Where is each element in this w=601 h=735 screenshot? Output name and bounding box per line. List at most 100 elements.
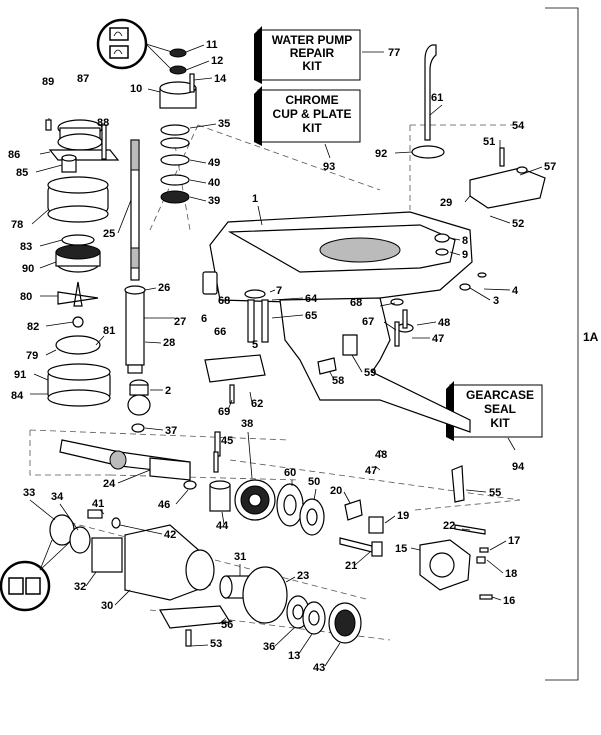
callout-92: 92 bbox=[375, 148, 387, 160]
sealant-tube-icon bbox=[0, 539, 73, 612]
callout-54: 54 bbox=[512, 120, 525, 132]
callout-42: 42 bbox=[164, 529, 176, 541]
callout-2: 2 bbox=[165, 385, 171, 397]
callout-53: 53 bbox=[210, 638, 222, 650]
callout-83: 83 bbox=[20, 241, 32, 253]
callout-32: 32 bbox=[74, 581, 86, 593]
callout-90: 90 bbox=[22, 263, 34, 275]
svg-text:CUP & PLATE: CUP & PLATE bbox=[273, 107, 352, 121]
parts-drawings bbox=[45, 44, 546, 647]
callout-33: 33 bbox=[23, 487, 35, 499]
svg-text:CHROME: CHROME bbox=[285, 93, 338, 107]
callout-49: 49 bbox=[208, 157, 220, 169]
callout-35: 35 bbox=[218, 118, 230, 130]
callout-39: 39 bbox=[208, 195, 220, 207]
svg-text:KIT: KIT bbox=[490, 416, 510, 430]
callout-66: 66 bbox=[214, 326, 226, 338]
callout-81: 81 bbox=[103, 325, 115, 337]
callout-8: 8 bbox=[462, 235, 468, 247]
callout-88: 88 bbox=[97, 117, 109, 129]
callout-21: 21 bbox=[345, 560, 357, 572]
callout-57: 57 bbox=[544, 161, 556, 173]
svg-text:SEAL: SEAL bbox=[484, 402, 516, 416]
callout-85: 85 bbox=[16, 167, 28, 179]
callout-91: 91 bbox=[14, 369, 26, 381]
callout-31: 31 bbox=[234, 551, 246, 563]
callout-10: 10 bbox=[130, 83, 142, 95]
callout-6: 6 bbox=[201, 313, 207, 325]
chrome-cup-kit-box: CHROME CUP & PLATE KIT 93 bbox=[254, 86, 361, 173]
callout-78: 78 bbox=[11, 219, 23, 231]
callout-93: 93 bbox=[323, 161, 335, 173]
callout-67: 67 bbox=[362, 316, 374, 328]
sealant-tube-icon bbox=[96, 18, 173, 71]
callout-24: 24 bbox=[103, 478, 116, 490]
callout-3: 3 bbox=[493, 295, 499, 307]
callout-94: 94 bbox=[512, 461, 525, 473]
callout-64: 64 bbox=[305, 293, 318, 305]
callout-41: 41 bbox=[92, 498, 104, 510]
callout-51: 51 bbox=[483, 136, 495, 148]
callout-82: 82 bbox=[27, 321, 39, 333]
callout-89: 89 bbox=[42, 76, 54, 88]
callout-61: 61 bbox=[431, 92, 443, 104]
callout-29: 29 bbox=[440, 197, 452, 209]
callout-14: 14 bbox=[214, 73, 227, 85]
callout-55: 55 bbox=[489, 487, 501, 499]
callout-15: 15 bbox=[395, 543, 407, 555]
callout-68b: 68 bbox=[350, 297, 362, 309]
callout-4: 4 bbox=[512, 285, 519, 297]
callout-22: 22 bbox=[443, 520, 455, 532]
water-pump-kit-box: WATER PUMP REPAIR KIT 77 bbox=[254, 26, 400, 84]
callout-77: 77 bbox=[388, 47, 400, 59]
svg-text:GEARCASE: GEARCASE bbox=[466, 388, 534, 402]
svg-text:KIT: KIT bbox=[302, 121, 322, 135]
callout-16: 16 bbox=[503, 595, 515, 607]
callout-17: 17 bbox=[508, 535, 520, 547]
callout-7: 7 bbox=[276, 285, 282, 297]
callout-5: 5 bbox=[252, 339, 258, 351]
callout-68a: 68 bbox=[218, 295, 230, 307]
callout-62: 62 bbox=[251, 398, 263, 410]
callout-56: 56 bbox=[221, 619, 233, 631]
callout-34: 34 bbox=[51, 491, 64, 503]
callout-27: 27 bbox=[174, 316, 186, 328]
callout-37: 37 bbox=[165, 425, 177, 437]
callout-84: 84 bbox=[11, 390, 24, 402]
callout-48a: 48 bbox=[438, 317, 450, 329]
callout-19: 19 bbox=[397, 510, 409, 522]
callout-38: 38 bbox=[241, 418, 253, 430]
callout-18: 18 bbox=[505, 568, 517, 580]
svg-text:KIT: KIT bbox=[302, 59, 322, 73]
callout-9: 9 bbox=[462, 249, 468, 261]
section-label: 1A bbox=[583, 330, 599, 344]
callout-60: 60 bbox=[284, 467, 296, 479]
callout-58: 58 bbox=[332, 375, 344, 387]
callout-80: 80 bbox=[20, 291, 32, 303]
callout-labels: 11 12 14 10 89 87 88 86 85 78 83 90 80 8… bbox=[8, 39, 556, 674]
callout-45: 45 bbox=[221, 435, 233, 447]
callout-43: 43 bbox=[313, 662, 325, 674]
callout-1: 1 bbox=[252, 193, 258, 205]
callout-52: 52 bbox=[512, 218, 524, 230]
svg-text:WATER PUMP: WATER PUMP bbox=[272, 33, 352, 47]
callout-20: 20 bbox=[330, 485, 342, 497]
callout-87: 87 bbox=[77, 73, 89, 85]
callout-47a: 47 bbox=[432, 333, 444, 345]
callout-28: 28 bbox=[163, 337, 175, 349]
callout-12: 12 bbox=[211, 55, 223, 67]
callout-11: 11 bbox=[206, 39, 218, 51]
callout-47b: 47 bbox=[365, 465, 377, 477]
callout-65: 65 bbox=[305, 310, 317, 322]
callout-23: 23 bbox=[297, 570, 309, 582]
svg-text:REPAIR: REPAIR bbox=[290, 46, 335, 60]
callout-36: 36 bbox=[263, 641, 275, 653]
callout-79: 79 bbox=[26, 350, 38, 362]
callout-26: 26 bbox=[158, 282, 170, 294]
section-bracket: 1A bbox=[545, 7, 599, 681]
callout-50: 50 bbox=[308, 476, 320, 488]
callout-44: 44 bbox=[216, 520, 229, 532]
callout-46: 46 bbox=[158, 499, 170, 511]
callout-30: 30 bbox=[101, 600, 113, 612]
